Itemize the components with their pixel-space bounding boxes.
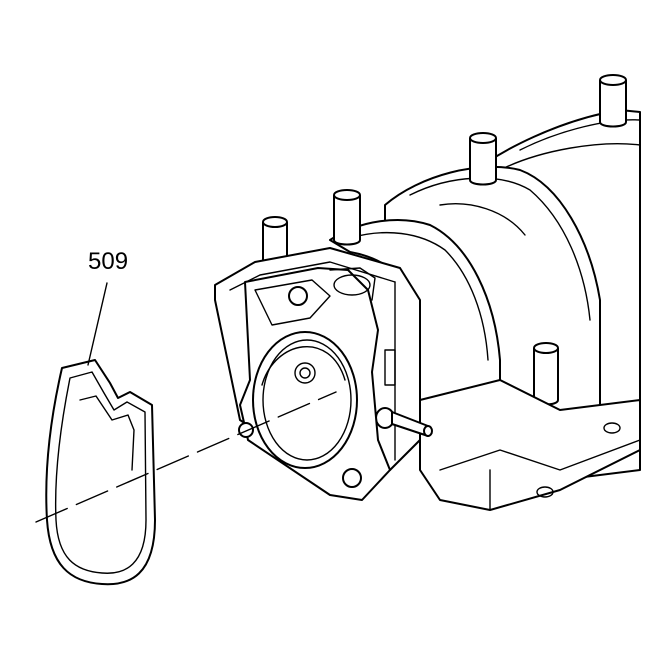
callout-label-509: 509 — [88, 248, 129, 275]
sensor-stud — [375, 407, 433, 437]
runner-boss-4 — [599, 74, 627, 128]
callout-leader-line — [87, 282, 108, 366]
runner-boss-5 — [533, 342, 559, 406]
runner-boss-2 — [333, 189, 361, 246]
throttle-body-mounting-flange — [238, 267, 391, 501]
assembly-center-line — [35, 391, 337, 523]
throttle-body-gasket — [45, 359, 156, 586]
runner-boss-3 — [469, 132, 497, 186]
